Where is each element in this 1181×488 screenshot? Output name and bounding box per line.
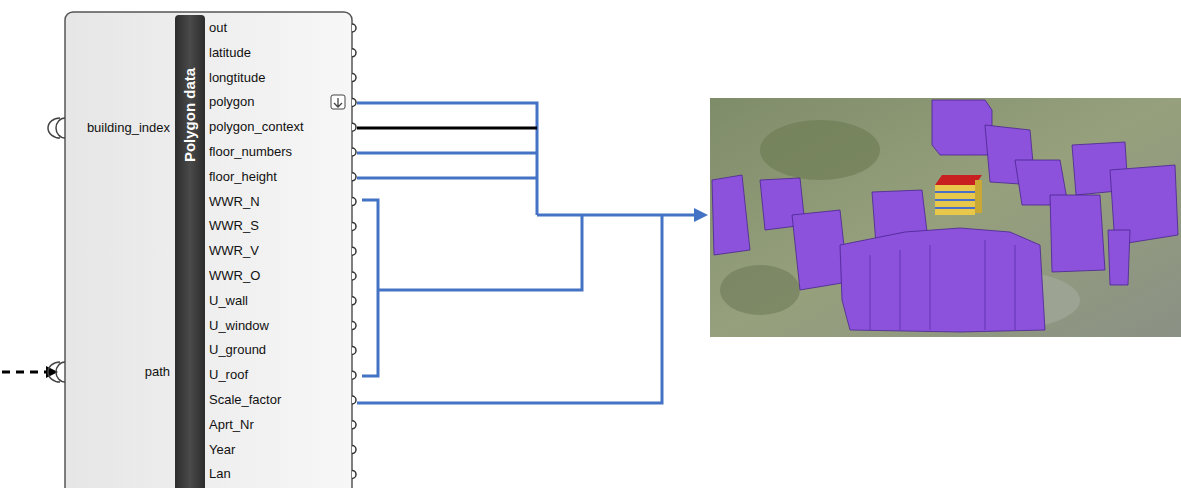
output-grip	[352, 123, 356, 131]
output-grip	[352, 322, 356, 330]
component-title-bar: Polygon data	[175, 15, 205, 488]
output-name: U_ground	[209, 342, 266, 358]
output-name: floor_numbers	[209, 144, 292, 160]
output-grip	[352, 98, 356, 106]
output-name: U_roof	[209, 367, 248, 383]
output-name: polygon	[209, 94, 255, 110]
output-name: U_window	[209, 318, 269, 334]
output-grip	[352, 24, 356, 32]
output-grip	[352, 346, 356, 354]
input-name: path	[145, 364, 170, 380]
output-name: WWR_S	[209, 218, 259, 234]
component-title: Polygon data	[181, 68, 199, 162]
output-name: out	[209, 20, 227, 36]
output-grip	[352, 371, 356, 379]
output-grip	[352, 198, 356, 206]
output-name: WWR_N	[209, 194, 260, 210]
output-grip	[352, 446, 356, 454]
input-name: building_index	[87, 120, 170, 136]
output-name: Lan	[209, 466, 231, 482]
output-grip	[352, 148, 356, 156]
output-name: Scale_factor	[209, 392, 281, 408]
output-ports	[352, 24, 356, 478]
output-name: Aprt_Nr	[209, 417, 254, 433]
output-grip	[352, 272, 356, 280]
output-name: latitude	[209, 45, 251, 61]
output-grip	[352, 49, 356, 57]
output-grip	[352, 74, 356, 82]
output-name: U_wall	[209, 293, 248, 309]
wires	[357, 103, 708, 403]
output-name: polygon_context	[209, 119, 304, 135]
output-grip	[352, 297, 356, 305]
output-grip	[352, 470, 356, 478]
output-grip	[352, 247, 356, 255]
output-grip	[352, 222, 356, 230]
city-model-image	[710, 98, 1181, 337]
component-body	[48, 12, 352, 488]
output-name: floor_height	[209, 169, 277, 185]
output-name: WWR_V	[209, 243, 259, 259]
output-grip	[352, 421, 356, 429]
output-grip	[352, 396, 356, 404]
output-grip	[352, 173, 356, 181]
output-name: longtitude	[209, 70, 265, 86]
output-name: Year	[209, 442, 235, 458]
output-name: WWR_O	[209, 268, 260, 284]
